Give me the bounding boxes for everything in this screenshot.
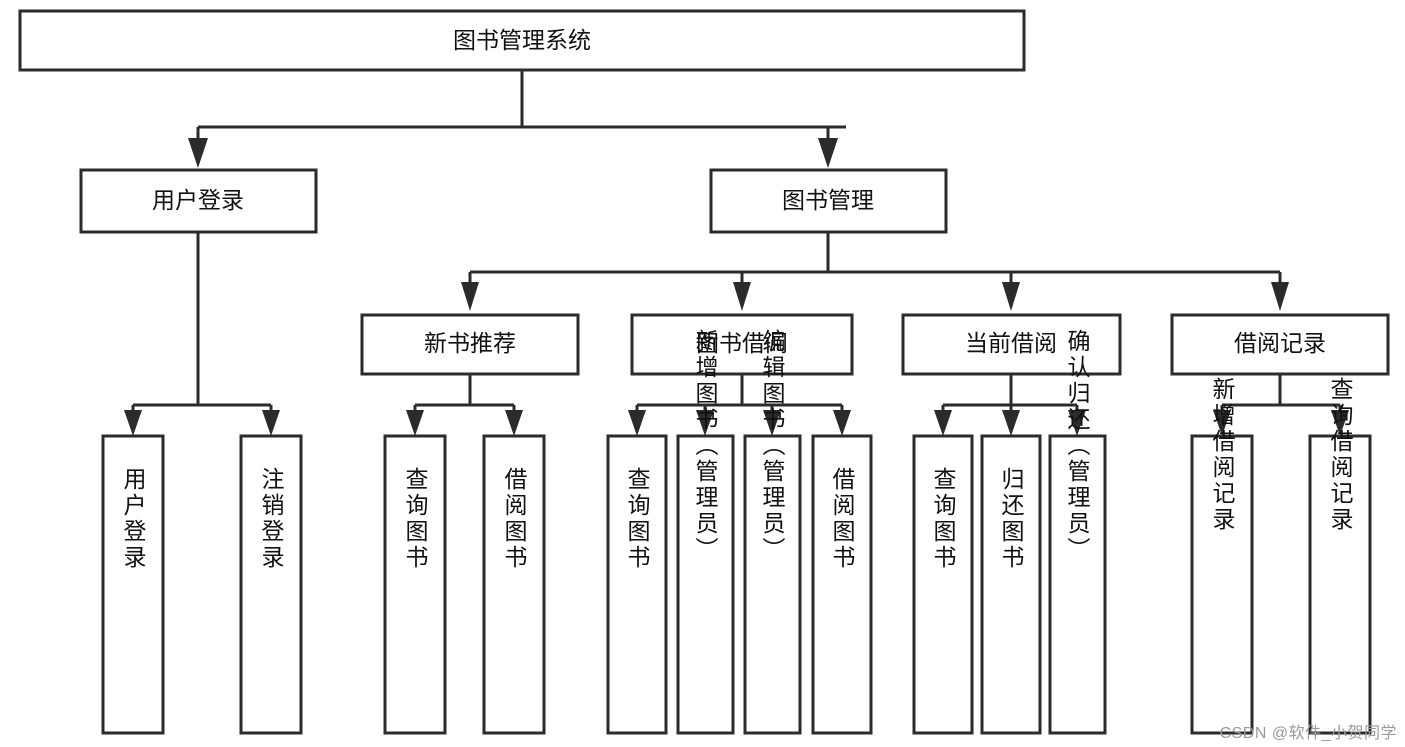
arrowhead-leaf-edit-book — [763, 410, 781, 436]
leaf-query-book-c-box[interactable] — [912, 434, 974, 735]
leaf-user-login[interactable]: 用户登录 — [101, 434, 165, 735]
leaf-return-book-box[interactable] — [980, 434, 1042, 735]
leaf-edit-book[interactable]: 编辑图书（管理员） — [743, 329, 802, 735]
arrowhead-leaf-borrow-book-b — [833, 410, 851, 436]
leaf-query-record-label: 查询借阅记录 — [1327, 377, 1354, 533]
node-root[interactable]: 图书管理系统 — [18, 9, 1026, 72]
leaf-logout-label: 注销登录 — [258, 467, 285, 571]
leaf-query-book-a-label: 查询图书 — [402, 467, 429, 571]
arrowhead-leaf-confirm-return — [1068, 410, 1086, 436]
leaf-logout[interactable]: 注销登录 — [239, 434, 303, 735]
node-user-login[interactable]: 用户登录 — [79, 168, 318, 234]
node-book-borrow-box[interactable] — [630, 313, 854, 376]
arrowhead-leaf-add-record — [1213, 410, 1231, 436]
arrowhead-leaf-query-record — [1331, 410, 1349, 436]
node-current-borrow-box[interactable] — [901, 313, 1122, 376]
arrowhead-book-manage — [818, 138, 838, 168]
leaf-return-book-label: 归还图书 — [998, 467, 1025, 571]
arrowhead-leaf-user-login — [124, 410, 142, 436]
leaf-edit-book-box[interactable] — [743, 434, 802, 735]
leaf-borrow-book-b-box[interactable] — [811, 434, 873, 735]
node-book-borrow[interactable]: 图书借阅 — [630, 313, 854, 376]
leaf-return-book[interactable]: 归还图书 — [980, 434, 1042, 735]
arrowhead-leaf-query-book-c — [934, 410, 952, 436]
leaf-confirm-return-label: 确认归还（管理员） — [1064, 329, 1091, 563]
node-new-book[interactable]: 新书推荐 — [360, 313, 580, 376]
node-user-login-label: 用户登录 — [152, 187, 244, 213]
node-root-label: 图书管理系统 — [453, 27, 591, 53]
leaf-user-login-label: 用户登录 — [120, 467, 147, 571]
arrowhead-borrow — [733, 282, 751, 311]
leaf-user-login-box[interactable] — [101, 434, 165, 735]
node-borrow-records-label: 借阅记录 — [1234, 330, 1326, 356]
node-current-borrow[interactable]: 当前借阅 — [901, 313, 1122, 376]
arrowhead-records — [1271, 282, 1289, 311]
leaf-add-record[interactable]: 新增借阅记录 — [1190, 377, 1254, 735]
node-user-login-box[interactable] — [79, 168, 318, 234]
leaf-borrow-book-b-label: 借阅图书 — [829, 467, 856, 571]
leaf-query-book-a-box[interactable] — [383, 434, 447, 735]
node-book-manage-label: 图书管理 — [782, 187, 874, 213]
leaf-add-book[interactable]: 新增图书（管理员） — [676, 329, 735, 735]
leaf-query-book-b-label: 查询图书 — [624, 467, 651, 571]
leaf-logout-box[interactable] — [239, 434, 303, 735]
leaf-confirm-return[interactable]: 确认归还（管理员） — [1048, 329, 1107, 735]
arrowhead-current — [1002, 282, 1020, 311]
leaf-query-book-b[interactable]: 查询图书 — [606, 434, 668, 735]
leaf-query-record[interactable]: 查询借阅记录 — [1308, 377, 1372, 735]
arrowhead-leaf-query-book-a — [406, 410, 424, 436]
leaf-confirm-return-box[interactable] — [1048, 434, 1107, 735]
leaf-query-book-b-box[interactable] — [606, 434, 668, 735]
leaf-borrow-book-a-box[interactable] — [482, 434, 546, 735]
arrowhead-new-book — [461, 282, 479, 311]
node-new-book-box[interactable] — [360, 313, 580, 376]
arrowhead-leaf-borrow-book-a — [505, 410, 523, 436]
node-new-book-label: 新书推荐 — [424, 330, 516, 356]
node-book-borrow-label: 图书借阅 — [696, 330, 788, 356]
csdn-watermark: CSDN @软件_小贺同学 — [1219, 725, 1397, 742]
arrowhead-leaf-return-book — [1002, 410, 1020, 436]
node-book-manage[interactable]: 图书管理 — [709, 168, 948, 234]
arrowhead-leaf-add-book — [696, 410, 714, 436]
leaf-borrow-book-a-label: 借阅图书 — [501, 467, 528, 571]
node-current-borrow-label: 当前借阅 — [965, 330, 1057, 356]
node-book-manage-box[interactable] — [709, 168, 948, 234]
node-borrow-records-box[interactable] — [1170, 313, 1390, 376]
leaf-edit-book-label: 编辑图书（管理员） — [759, 329, 786, 563]
leaf-query-book-c-label: 查询图书 — [930, 467, 957, 571]
arrowhead-user-login — [188, 138, 208, 168]
leaf-borrow-book-a[interactable]: 借阅图书 — [482, 434, 546, 735]
leaf-borrow-book-b[interactable]: 借阅图书 — [811, 434, 873, 735]
node-root-box[interactable] — [18, 9, 1026, 72]
leaf-add-record-label: 新增借阅记录 — [1209, 377, 1236, 533]
leaf-query-record-box[interactable] — [1308, 434, 1372, 735]
arrowhead-leaf-query-book-b — [628, 410, 646, 436]
node-borrow-records[interactable]: 借阅记录 — [1170, 313, 1390, 376]
leaf-query-book-c[interactable]: 查询图书 — [912, 434, 974, 735]
arrowhead-leaf-logout — [262, 410, 280, 436]
leaf-add-book-label: 新增图书（管理员） — [692, 329, 719, 563]
leaf-add-book-box[interactable] — [676, 434, 735, 735]
connector-layer — [124, 70, 1349, 436]
leaf-add-record-box[interactable] — [1190, 434, 1254, 735]
leaf-query-book-a[interactable]: 查询图书 — [383, 434, 447, 735]
